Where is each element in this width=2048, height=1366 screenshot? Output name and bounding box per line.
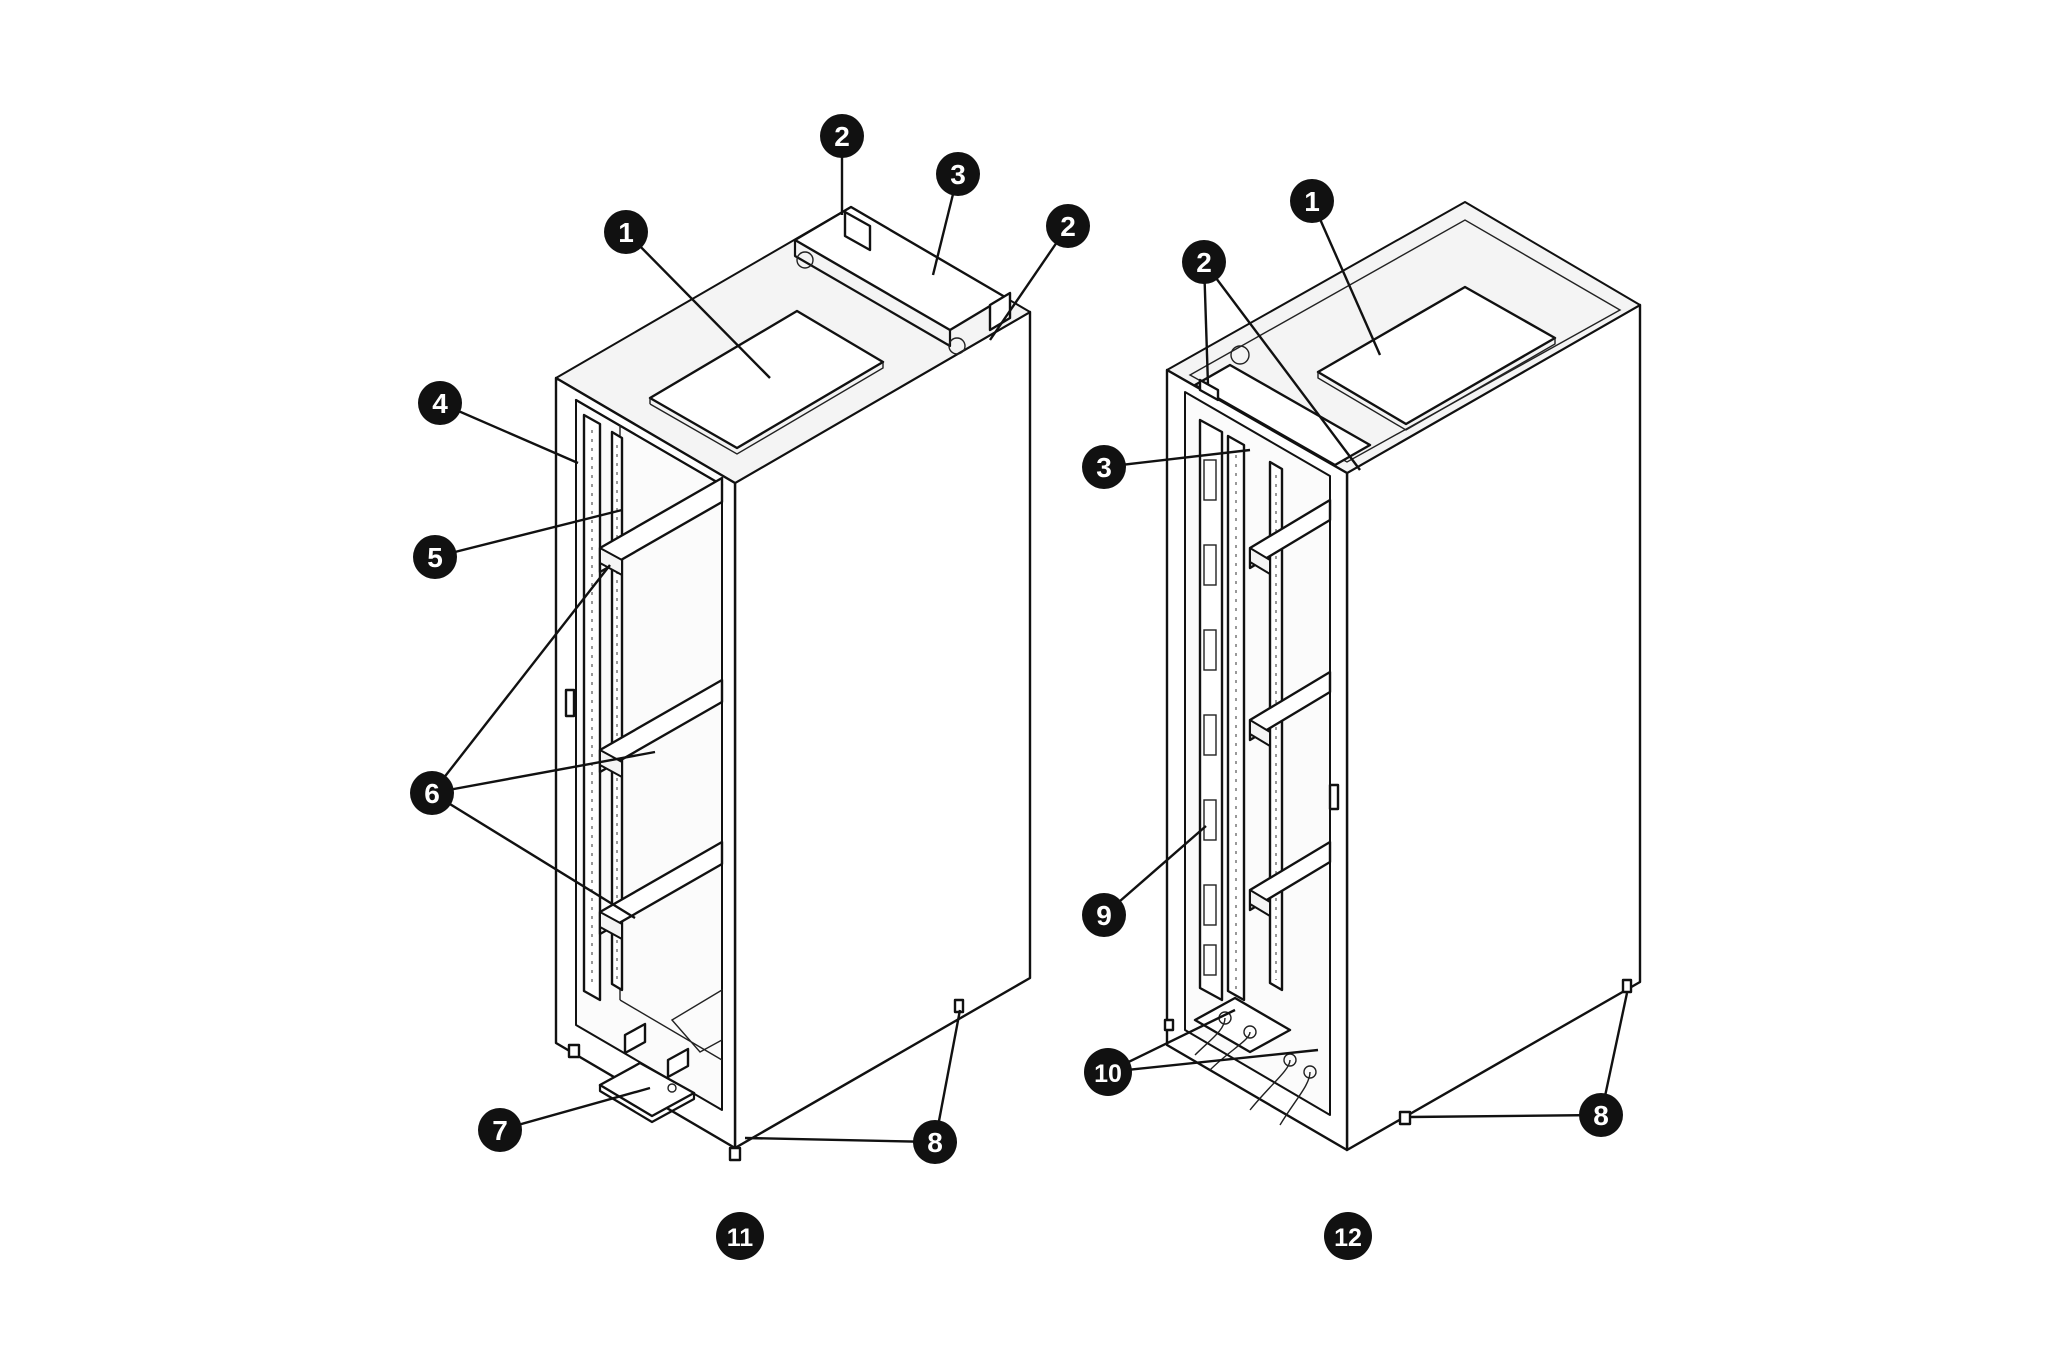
svg-text:6: 6 [424,778,440,809]
callout-right-3: 3 [1082,445,1126,489]
bracket-hole [796,251,814,269]
left-cross-rail-bottom [598,840,724,940]
callouts-right: 1 2 3 9 10 8 [1082,179,1623,1137]
rear-bracket-edge [793,238,952,348]
right-cross-rail-bottom [1248,840,1332,917]
leveling-foot [567,1043,581,1059]
svg-text:7: 7 [492,1115,508,1146]
callout-left-1: 1 [604,210,648,254]
right-vertical-rail-2 [1268,460,1284,992]
svg-text:2: 2 [834,121,850,152]
right-top-plate-thickness [1317,338,1556,431]
left-vertical-rail [582,413,602,1002]
base-cutout [670,988,723,1053]
svg-text:11: 11 [727,1224,754,1252]
right-cross-rail-middle [1248,670,1332,747]
svg-text:8: 8 [1593,1100,1609,1131]
svg-text:5: 5 [427,542,443,573]
callout-left-7: 7 [478,1108,522,1152]
right-cabinet-latch [1328,783,1340,811]
left-cabinet [554,205,1032,1162]
top-plate-thickness [649,362,884,455]
callout-left-6: 6 [410,771,454,815]
left-cabinet-rear-post-right [988,291,1012,332]
callout-right-1: 1 [1290,179,1334,223]
callouts-left: 1 2 3 2 4 5 6 7 8 [410,114,1090,1164]
right-cross-rail-top [1248,498,1332,575]
svg-text:10: 10 [1094,1060,1122,1088]
callout-left-3: 3 [936,152,980,196]
left-cabinet-latch [564,688,576,718]
callout-left-5: 5 [413,535,457,579]
right-leveling-foot [1621,978,1633,994]
callout-right-8: 8 [1579,1093,1623,1137]
svg-text:12: 12 [1334,1224,1362,1252]
svg-text:1: 1 [1304,186,1320,217]
svg-text:3: 3 [1096,452,1112,483]
callout-left-2b: 2 [1046,204,1090,248]
svg-text:9: 9 [1096,900,1112,931]
opening-top-edge [574,398,724,487]
right-cabinet-top-bracket [1193,363,1372,467]
right-cabinet-post [1198,378,1220,402]
figure-label-right: 12 [1324,1212,1372,1260]
left-base-plate [623,1022,647,1055]
left-rail-holes [591,430,618,985]
pdu-outlets [1203,459,1217,976]
svg-text:2: 2 [1196,247,1212,278]
left-base-plate-2 [666,1047,690,1079]
right-leveling-foot [1398,1110,1412,1126]
right-leveling-foot [1163,1018,1175,1032]
svg-text:3: 3 [950,159,966,190]
callout-left-2a: 2 [820,114,864,158]
left-cabinet-rear-post [843,210,872,252]
stabilizer-foot-edge [598,1083,696,1124]
right-bracket-hole [1230,345,1250,365]
callout-right-10: 10 [1084,1048,1132,1096]
svg-text:8: 8 [927,1127,943,1158]
leveling-foot [728,1146,742,1162]
callout-right-2: 2 [1182,240,1226,284]
right-cabinet [1163,201,1642,1152]
figure-label-left: 11 [716,1212,764,1260]
bracket-hole [948,337,966,355]
svg-text:2: 2 [1060,211,1076,242]
left-cross-rail-top [598,476,724,576]
callout-right-9: 9 [1082,893,1126,937]
foot-hole [667,1083,677,1093]
svg-text:1: 1 [618,217,634,248]
power-inlets [1193,996,1317,1126]
left-cross-rail-middle [598,678,724,778]
svg-text:4: 4 [432,388,448,419]
callout-left-4: 4 [418,381,462,425]
callout-left-8: 8 [913,1120,957,1164]
